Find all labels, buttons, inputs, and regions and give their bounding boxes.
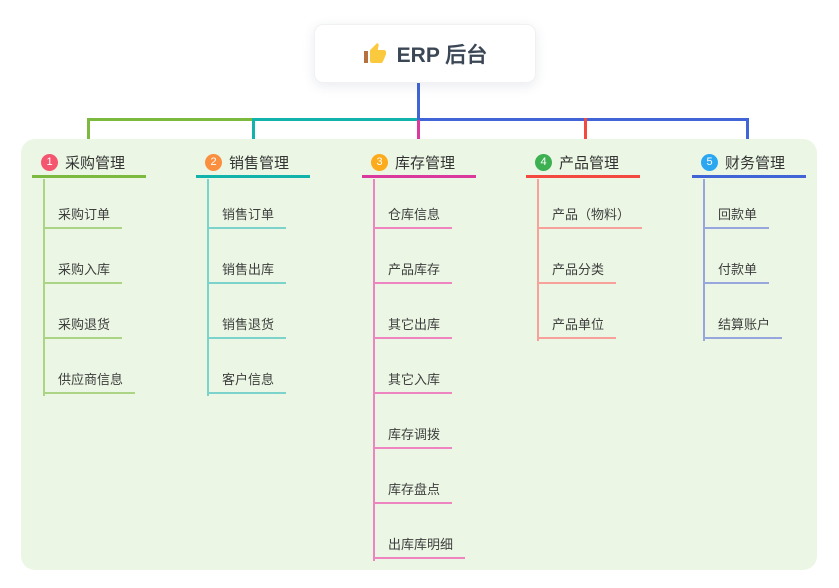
node-label: 销售订单 [222, 207, 275, 222]
node-label: 采购退货 [58, 317, 111, 332]
branches-panel [21, 139, 817, 570]
branch-title: 财务管理 [725, 155, 786, 172]
node-label: 回款单 [718, 207, 758, 222]
bus-line-purchase [87, 118, 255, 121]
node-product-unit[interactable]: 产品单位 [537, 313, 617, 339]
node-purchase-return[interactable]: 采购退货 [43, 313, 123, 339]
branch-trunk-line [373, 179, 375, 561]
drop-line-purchase [87, 118, 90, 146]
branch-title: 采购管理 [65, 155, 126, 172]
branch-purchase-header[interactable]: 1 采购管理 [32, 150, 146, 178]
branch-purchase: 1 采购管理 采购订单 采购入库 采购退货 供应商信息 [32, 150, 197, 396]
node-label: 出库库明细 [388, 537, 454, 552]
node-label: 产品单位 [552, 317, 605, 332]
node-customer-info[interactable]: 客户信息 [207, 368, 287, 394]
node-product-category[interactable]: 产品分类 [537, 258, 617, 284]
branch-number-badge: 2 [205, 154, 222, 171]
node-outbound-detail[interactable]: 出库库明细 [373, 533, 466, 559]
branch-number-badge: 1 [41, 154, 58, 171]
root-connector-line [417, 83, 420, 121]
branch-title: 产品管理 [559, 155, 620, 172]
node-label: 供应商信息 [58, 372, 124, 387]
node-warehouse-info[interactable]: 仓库信息 [373, 203, 453, 229]
node-label: 销售退货 [222, 317, 275, 332]
branch-title: 销售管理 [229, 155, 290, 172]
node-label: 采购入库 [58, 262, 111, 277]
node-label: 产品（物料） [552, 207, 631, 222]
root-node[interactable]: ERP 后台 [314, 24, 536, 83]
node-label: 销售出库 [222, 262, 275, 277]
root-node-label: ERP 后台 [396, 43, 488, 67]
drop-line-product [584, 118, 587, 146]
node-label: 仓库信息 [388, 207, 441, 222]
node-purchase-inbound[interactable]: 采购入库 [43, 258, 123, 284]
branch-trunk-line [207, 179, 209, 396]
node-label: 采购订单 [58, 207, 111, 222]
bus-line-finance [417, 118, 749, 121]
branch-trunk-line [703, 179, 705, 341]
node-label: 产品分类 [552, 262, 605, 277]
node-label: 其它入库 [388, 372, 441, 387]
branch-inventory-header[interactable]: 3 库存管理 [362, 150, 476, 178]
drop-line-sales [252, 118, 255, 146]
node-label: 客户信息 [222, 372, 275, 387]
branch-sales: 2 销售管理 销售订单 销售出库 销售退货 客户信息 [196, 150, 361, 396]
branch-sales-header[interactable]: 2 销售管理 [196, 150, 310, 178]
branch-number-badge: 5 [701, 154, 718, 171]
branch-inventory: 3 库存管理 仓库信息 产品库存 其它出库 其它入库 库存调拨 库存盘点 出库库… [362, 150, 527, 561]
node-sales-order[interactable]: 销售订单 [207, 203, 287, 229]
drop-line-inventory [417, 120, 420, 146]
branch-trunk-line [43, 179, 45, 396]
branch-product-header[interactable]: 4 产品管理 [526, 150, 640, 178]
thumbs-up-icon [363, 42, 386, 63]
branch-finance: 5 财务管理 回款单 付款单 结算账户 [692, 150, 839, 341]
branch-number-badge: 4 [535, 154, 552, 171]
branch-product: 4 产品管理 产品（物料） 产品分类 产品单位 [526, 150, 691, 341]
node-label: 产品库存 [388, 262, 441, 277]
branch-number-badge: 3 [371, 154, 388, 171]
node-other-inbound[interactable]: 其它入库 [373, 368, 453, 394]
node-label: 库存盘点 [388, 482, 441, 497]
node-receipt-voucher[interactable]: 回款单 [703, 203, 770, 229]
node-stock-taking[interactable]: 库存盘点 [373, 478, 453, 504]
node-label: 结算账户 [718, 317, 771, 332]
node-stock-transfer[interactable]: 库存调拨 [373, 423, 453, 449]
bus-line-sales [252, 118, 420, 121]
node-product-stock[interactable]: 产品库存 [373, 258, 453, 284]
node-sales-outbound[interactable]: 销售出库 [207, 258, 287, 284]
node-purchase-order[interactable]: 采购订单 [43, 203, 123, 229]
node-sales-return[interactable]: 销售退货 [207, 313, 287, 339]
branch-title: 库存管理 [395, 155, 456, 172]
drop-line-finance [746, 118, 749, 146]
node-other-outbound[interactable]: 其它出库 [373, 313, 453, 339]
branch-finance-header[interactable]: 5 财务管理 [692, 150, 806, 178]
node-label: 库存调拨 [388, 427, 441, 442]
node-label: 付款单 [718, 262, 758, 277]
node-label: 其它出库 [388, 317, 441, 332]
node-product-material[interactable]: 产品（物料） [537, 203, 643, 229]
node-settlement-account[interactable]: 结算账户 [703, 313, 783, 339]
branch-trunk-line [537, 179, 539, 341]
node-supplier-info[interactable]: 供应商信息 [43, 368, 136, 394]
node-payment-voucher[interactable]: 付款单 [703, 258, 770, 284]
